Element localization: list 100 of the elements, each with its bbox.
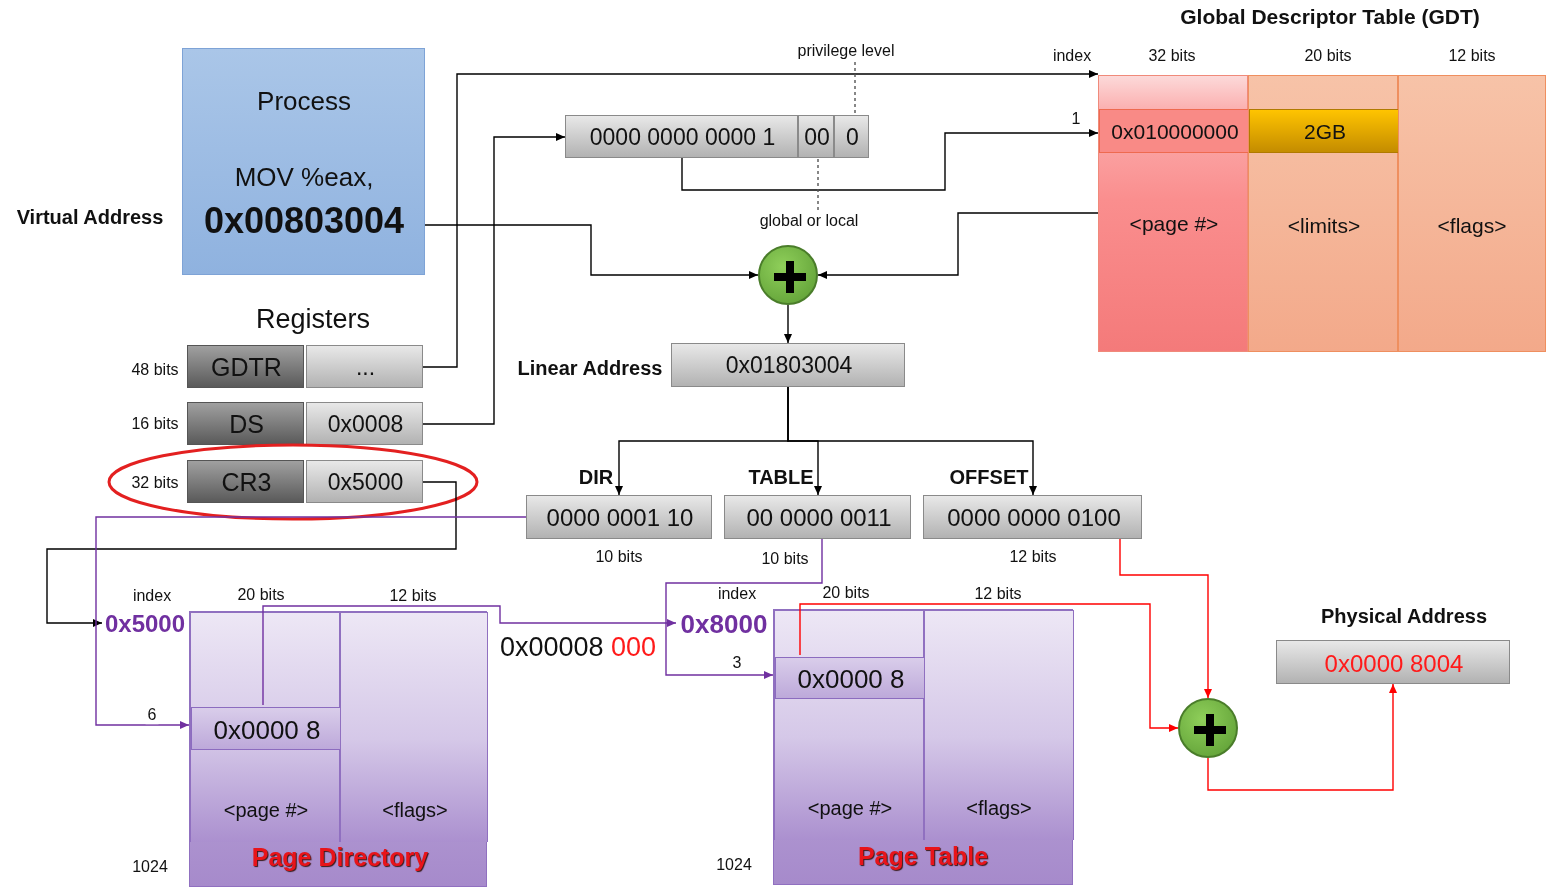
row-count: 1024 [132, 858, 168, 876]
instruction-text: MOV %eax, [234, 162, 374, 192]
column-text: <flags> [966, 797, 1032, 819]
arrow [95, 516, 527, 729]
bit-width-label: 12 bits [1009, 548, 1057, 566]
cell-text: DS [229, 410, 264, 439]
arrow [422, 133, 566, 425]
bit-width-label: 10 bits [595, 548, 643, 566]
cell-text: 0x8000 [680, 609, 768, 639]
cell-text: privilege level [797, 42, 895, 60]
cell-text: 0x01803004 [725, 353, 853, 379]
selector-field [834, 115, 869, 158]
adder-circle [1178, 698, 1238, 758]
table-column [774, 610, 924, 840]
column-header: 20 bits [1304, 47, 1352, 65]
arrow [46, 481, 457, 627]
cell-text: 0x5000 [104, 610, 186, 638]
field-value: 00 0000 0011 [746, 504, 892, 532]
field-heading: DIR [578, 466, 614, 488]
cell-text: 0x0000 8 [797, 664, 905, 694]
process-title: Process [257, 86, 351, 116]
table-column [340, 612, 488, 842]
address-field [671, 343, 905, 387]
field-value: 0000 0000 0100 [947, 504, 1121, 532]
field-heading: OFFSET [949, 466, 1029, 488]
register-name [187, 402, 304, 445]
address-value: 0x00803004 [203, 201, 405, 241]
arrow [424, 224, 759, 279]
register-name [187, 460, 304, 503]
row-count: 1024 [716, 856, 752, 874]
cell-text: 0000 0000 0000 1 [589, 124, 776, 151]
field-heading: Physical Address [1321, 605, 1487, 627]
arrow [1207, 683, 1397, 791]
cell-text: ... [355, 354, 376, 381]
table-column [1398, 75, 1546, 352]
register-name [187, 345, 304, 388]
table-column [1098, 75, 1248, 352]
section-heading: Registers [256, 305, 370, 335]
arrow [787, 386, 1037, 496]
table-column [924, 610, 1074, 840]
arrow [422, 70, 1099, 368]
cell-text: 0x0008 [327, 411, 404, 438]
column-text: <page #> [1129, 212, 1219, 236]
column-text: <flags> [382, 799, 448, 821]
table-entry [775, 657, 925, 699]
bit-width-label: 32 bits [131, 474, 179, 492]
table-entry [191, 707, 341, 750]
table-title: Page Directory [251, 844, 429, 872]
arrow [262, 605, 677, 706]
address-label: Virtual Address [16, 206, 164, 228]
cell-text: 0x010000000 [1111, 120, 1239, 144]
table-column [1248, 75, 1398, 352]
field-heading: TABLE [748, 466, 814, 488]
arrow [1119, 538, 1212, 699]
cell-text: 0x0000 8 [213, 715, 321, 744]
column-header: 32 bits [1148, 47, 1196, 65]
cell-text: 0x5000 [327, 469, 404, 496]
column-header: 12 bits [389, 587, 437, 605]
column-header: 20 bits [822, 584, 870, 602]
bit-width-label: 16 bits [131, 415, 179, 433]
page-directory-table [189, 611, 487, 887]
column-header: 12 bits [974, 585, 1022, 603]
cell-text: GDTR [211, 353, 282, 382]
cell-text: 00 [804, 124, 830, 151]
column-header: 20 bits [237, 586, 285, 604]
field-value: 0000 0001 10 [546, 504, 694, 532]
arrow [665, 538, 823, 679]
column-text: <page #> [807, 797, 893, 819]
leader-line [854, 61, 856, 116]
arrow [784, 304, 792, 344]
arrow [681, 129, 1099, 191]
column-text: <page #> [223, 799, 309, 821]
table-entry [1249, 109, 1399, 153]
table-title: Global Descriptor Table (GDT) [1180, 5, 1480, 29]
column-header: index [132, 587, 172, 605]
column-text: <limits> [1287, 214, 1361, 238]
table-column [190, 612, 340, 842]
column-header: 12 bits [1448, 47, 1496, 65]
selector-field [565, 115, 798, 158]
column-header: index [1052, 47, 1092, 65]
bit-width-label: 48 bits [131, 361, 179, 379]
arrow [817, 212, 1099, 279]
leader-line [817, 157, 819, 211]
cell-text: global or local [759, 212, 859, 230]
column-text: <flags> [1437, 214, 1507, 238]
table-entry [1099, 109, 1249, 153]
table-title: Page Table [857, 843, 989, 871]
address-label: Linear Address [517, 357, 663, 379]
register-value [306, 345, 423, 388]
cell-text: 0 [846, 124, 859, 151]
register-value [306, 402, 423, 445]
register-value [306, 460, 423, 503]
bit-width-label: 10 bits [761, 550, 809, 568]
adder-circle [758, 245, 818, 305]
arrow [799, 603, 1179, 732]
selector-field [798, 115, 834, 158]
page-table [773, 609, 1073, 885]
cell-text: CR3 [221, 468, 272, 497]
cell-text: 2GB [1304, 120, 1346, 144]
process-box [182, 48, 425, 275]
